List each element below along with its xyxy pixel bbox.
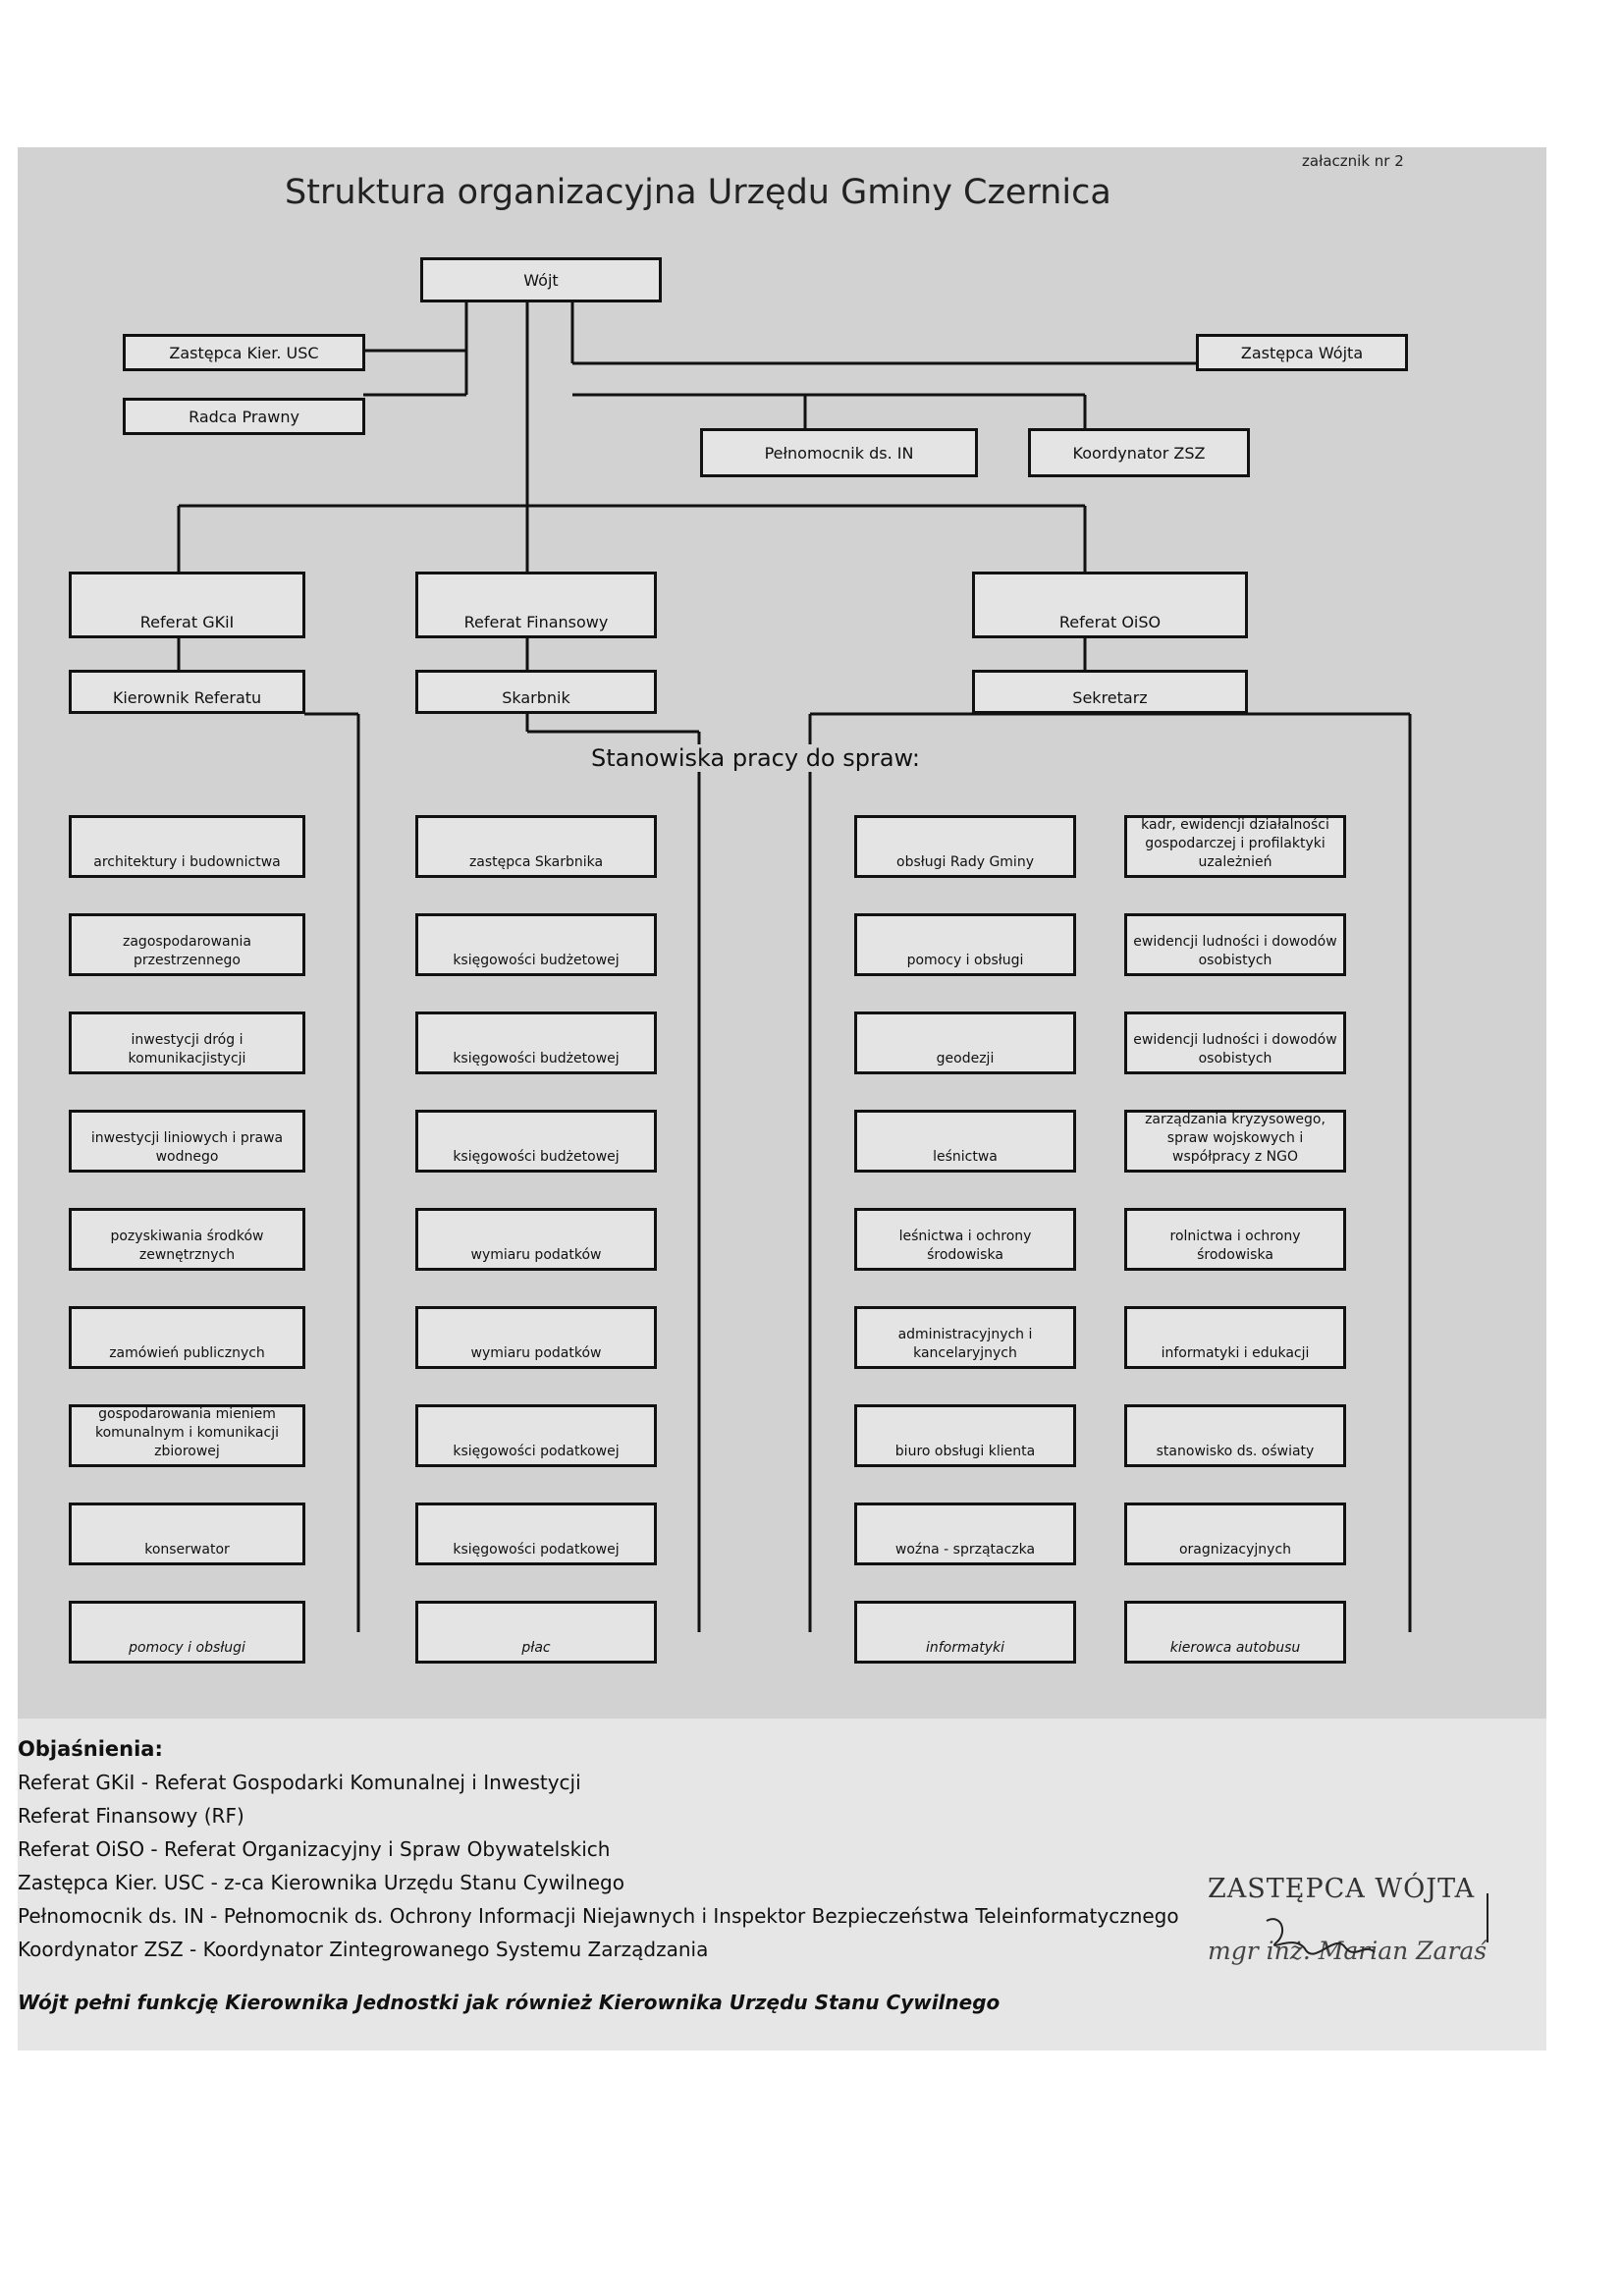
page-title: Struktura organizacyjna Urzędu Gminy Cze… xyxy=(285,173,1111,212)
legend-note: Wójt pełni funkcję Kierownika Jednostki … xyxy=(18,1991,1001,2014)
staff-position-box: księgowości budżetowej xyxy=(415,913,657,976)
staff-position-box: zastępca Skarbnika xyxy=(415,815,657,878)
staff-position-box: zarządzania kryzysowego, spraw wojskowyc… xyxy=(1124,1110,1346,1173)
staff-position-box: płac xyxy=(415,1601,657,1664)
legend-line: Referat GKiI - Referat Gospodarki Komuna… xyxy=(18,1771,581,1794)
radca-prawny-box: Radca Prawny xyxy=(123,398,365,435)
staff-position-box: inwestycji liniowych i prawa wodnego xyxy=(69,1110,305,1173)
staff-position-box: woźna - sprzątaczka xyxy=(854,1503,1076,1565)
official-stamp: ZASTĘPCA WÓJTA mgr inż. Marian Zaraś xyxy=(1208,1874,1492,1992)
section-head-box: Sekretarz xyxy=(972,670,1248,714)
staff-position-box: ewidencji ludności i dowodów osobistych xyxy=(1124,1011,1346,1074)
staff-position-box: wymiaru podatków xyxy=(415,1208,657,1271)
section-head-box: Kierownik Referatu xyxy=(69,670,305,714)
section-box: Referat OiSO xyxy=(972,572,1248,638)
staff-position-box: kierowca autobusu xyxy=(1124,1601,1346,1664)
staff-position-box: stanowisko ds. oświaty xyxy=(1124,1404,1346,1467)
section-box: Referat GKiI xyxy=(69,572,305,638)
staff-position-box: ewidencji ludności i dowodów osobistych xyxy=(1124,913,1346,976)
staff-position-box: kadr, ewidencji działalności gospodarcze… xyxy=(1124,815,1346,878)
wojt-box: Wójt xyxy=(420,257,662,302)
legend-line: Pełnomocnik ds. IN - Pełnomocnik ds. Och… xyxy=(18,1904,1179,1928)
staff-position-box: zagospodarowania przestrzennego xyxy=(69,913,305,976)
staff-position-box: pomocy i obsługi xyxy=(69,1601,305,1664)
staff-position-box: informatyki xyxy=(854,1601,1076,1664)
staff-position-box: księgowości podatkowej xyxy=(415,1503,657,1565)
staff-position-box: księgowości budżetowej xyxy=(415,1011,657,1074)
staff-position-box: inwestycji dróg i komunikacjistycji xyxy=(69,1011,305,1074)
staff-position-box: pozyskiwania środków zewnętrznych xyxy=(69,1208,305,1271)
staff-position-box: biuro obsługi klienta xyxy=(854,1404,1076,1467)
section-box: Referat Finansowy xyxy=(415,572,657,638)
legend-heading: Objaśnienia: xyxy=(18,1737,163,1761)
staff-position-box: zamówień publicznych xyxy=(69,1306,305,1369)
staff-position-box: geodezji xyxy=(854,1011,1076,1074)
zastepca-wojta-box: Zastępca Wójta xyxy=(1196,334,1408,371)
staff-position-box: rolnictwa i ochrony środowiska xyxy=(1124,1208,1346,1271)
staff-position-box: gospodarowania mieniem komunalnym i komu… xyxy=(69,1404,305,1467)
staff-position-box: oragnizacyjnych xyxy=(1124,1503,1346,1565)
staff-position-box: księgowości budżetowej xyxy=(415,1110,657,1173)
legend-line: Referat OiSO - Referat Organizacyjny i S… xyxy=(18,1837,611,1861)
staff-position-box: architektury i budownictwa xyxy=(69,815,305,878)
zastepca-kier-usc-box: Zastępca Kier. USC xyxy=(123,334,365,371)
legend-line: Koordynator ZSZ - Koordynator Zintegrowa… xyxy=(18,1938,709,1961)
staff-position-box: informatyki i edukacji xyxy=(1124,1306,1346,1369)
attachment-label: załacznik nr 2 xyxy=(1302,152,1404,170)
section-head-box: Skarbnik xyxy=(415,670,657,714)
staff-position-box: obsługi Rady Gminy xyxy=(854,815,1076,878)
legend-line: Referat Finansowy (RF) xyxy=(18,1804,244,1828)
staff-position-box: wymiaru podatków xyxy=(415,1306,657,1369)
staff-position-box: leśnictwa xyxy=(854,1110,1076,1173)
pelnomocnik-box: Pełnomocnik ds. IN xyxy=(700,428,978,477)
koordynator-box: Koordynator ZSZ xyxy=(1028,428,1250,477)
stamp-title: ZASTĘPCA WÓJTA xyxy=(1208,1874,1476,1904)
staff-position-box: księgowości podatkowej xyxy=(415,1404,657,1467)
legend-background xyxy=(18,1719,1546,2050)
staff-position-box: pomocy i obsługi xyxy=(854,913,1076,976)
staff-position-box: administracyjnych i kancelaryjnych xyxy=(854,1306,1076,1369)
staff-position-box: konserwator xyxy=(69,1503,305,1565)
legend-line: Zastępca Kier. USC - z-ca Kierownika Urz… xyxy=(18,1871,624,1894)
legend: Objaśnienia: Referat GKiI - Referat Gosp… xyxy=(18,1732,1179,2019)
signature-icon xyxy=(1266,1893,1488,1955)
staff-header: Stanowiska pracy do spraw: xyxy=(587,744,924,772)
staff-position-box: leśnictwa i ochrony środowiska xyxy=(854,1208,1076,1271)
